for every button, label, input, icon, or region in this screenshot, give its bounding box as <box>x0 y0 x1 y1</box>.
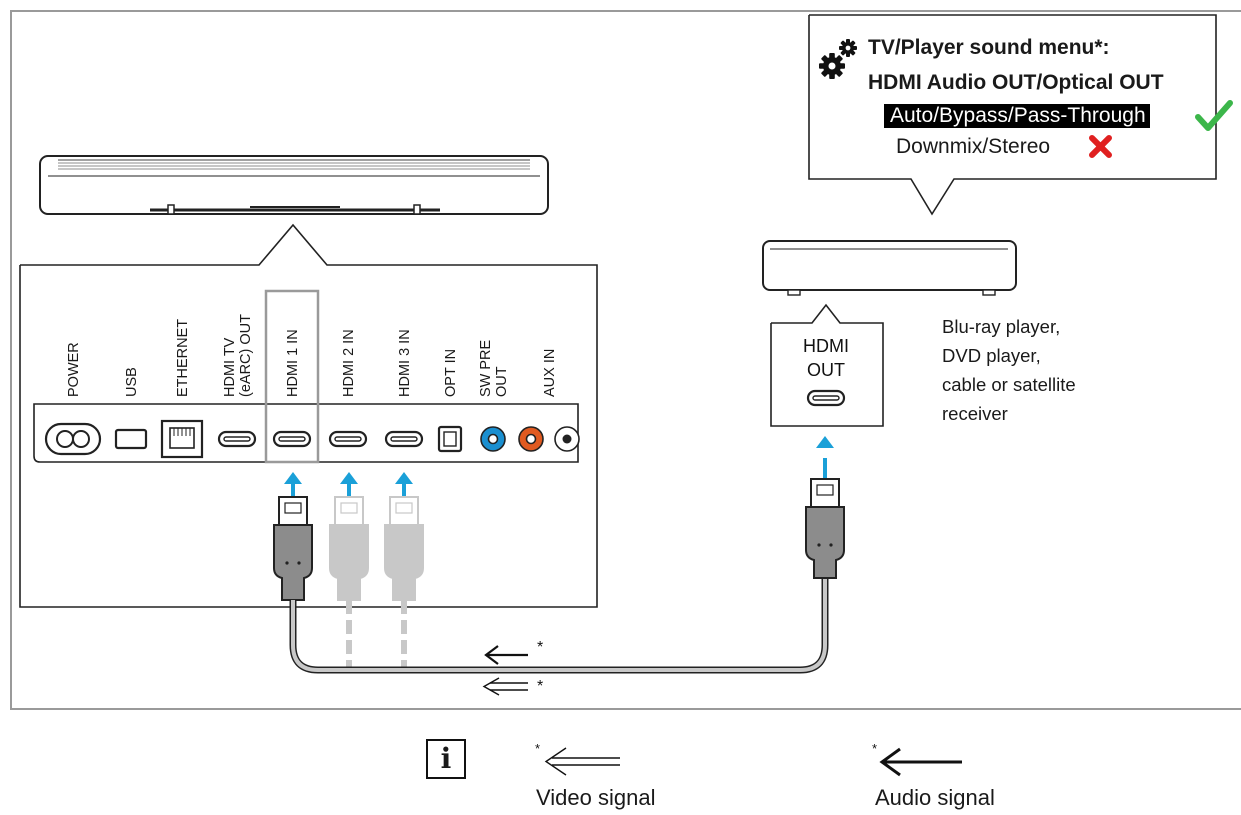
legend-video-marker: * <box>535 741 540 756</box>
aux-in-jack-right <box>554 426 580 452</box>
hdmi-cable-player-end <box>805 436 845 579</box>
port-label-ethernet: ETHERNET <box>175 319 191 397</box>
gears-icon <box>819 39 857 79</box>
legend-audio-marker: * <box>872 741 877 756</box>
sw-pre-out-jack <box>480 426 506 452</box>
power-port <box>44 422 102 456</box>
hdmi-1-port <box>272 430 312 448</box>
hdmi-out-label-line1: HDMI <box>803 336 849 356</box>
hdmi1-highlight <box>264 289 320 464</box>
description-line: Blu-ray player, <box>942 316 1061 337</box>
cross-icon <box>1089 135 1112 158</box>
audio-signal-arrow <box>484 645 528 665</box>
description-line: DVD player, <box>942 345 1041 366</box>
video-arrow-marker: * <box>537 678 543 695</box>
audio-arrow-marker: * <box>537 639 543 656</box>
port-label-hdmi-1-in: HDMI 1 IN <box>285 329 301 397</box>
description-line: receiver <box>942 403 1008 424</box>
usb-port <box>114 428 148 450</box>
legend-video-label: Video signal <box>536 785 656 810</box>
port-label-usb: USB <box>124 367 140 397</box>
legend-audio-arrow <box>879 747 962 777</box>
port-label-hdmi-3-in: HDMI 3 IN <box>397 329 413 397</box>
hdmi-2-port <box>328 430 368 448</box>
player-device <box>762 240 1017 296</box>
soundbar <box>39 155 549 215</box>
info-icon: i <box>426 739 466 779</box>
optical-port <box>437 425 463 453</box>
diagram-frame <box>10 10 1241 710</box>
hdmi-cable-3-inactive <box>384 472 424 670</box>
port-labels: POWER USB ETHERNET HDMI TV(eARC) OUT HDMI 1 … <box>66 314 558 397</box>
port-label-aux-in: AUX IN <box>542 349 558 397</box>
bubble-title-line1: TV/Player sound menu*: <box>868 36 1110 59</box>
port-label-sw-pre-out: OUT <box>494 366 510 397</box>
hdmi-out-label-line2: OUT <box>807 360 845 380</box>
port-label-hdmi-2-in: HDMI 2 IN <box>341 329 357 397</box>
bubble-title-line2: HDMI Audio OUT/Optical OUT <box>868 71 1164 94</box>
port-label-hdmi-tv-earc-out: HDMI TV <box>222 337 238 397</box>
option-downmix-stereo: Downmix/Stereo <box>896 135 1051 158</box>
port-label-power: POWER <box>66 342 82 397</box>
legend-audio-label: Audio signal <box>875 785 995 810</box>
option-auto-bypass: Auto/Bypass/Pass-Through <box>884 104 1150 128</box>
port-label-sw-pre-out: SW PRE <box>478 339 494 397</box>
port-label-hdmi-tv-earc-out: (eARC) OUT <box>238 314 254 397</box>
hdmi-cable-1 <box>273 472 313 601</box>
player-hdmi-out-callout <box>770 303 884 427</box>
legend-video-arrow <box>544 747 620 776</box>
hdmi-tv-earc-port <box>217 430 257 448</box>
video-signal-arrow <box>482 677 528 696</box>
aux-in-jack-left <box>518 426 544 452</box>
hdmi-cable-2-inactive <box>329 472 369 670</box>
hdmi-3-port <box>384 430 424 448</box>
check-icon <box>1195 100 1233 131</box>
ethernet-port <box>160 419 204 459</box>
player-description: Blu-ray player, DVD player, cable or sat… <box>942 312 1076 428</box>
port-label-opt-in: OPT IN <box>443 349 459 397</box>
description-line: cable or satellite <box>942 374 1076 395</box>
